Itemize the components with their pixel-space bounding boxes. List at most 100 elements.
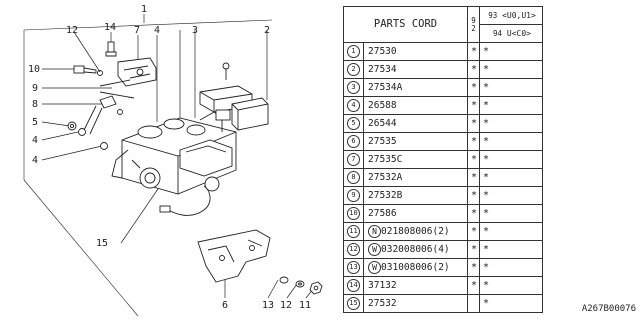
row-number-circle: 10	[347, 207, 360, 220]
part-number-cell: 37132	[363, 276, 468, 295]
applicability-mark-2: *	[479, 60, 543, 79]
applicability-mark-1: *	[467, 132, 480, 151]
diagram-code: A267B00076	[581, 304, 636, 314]
part-number-cell: 27534A	[363, 78, 468, 97]
table-header-row-1: PARTS CORD 9 2 93 <U0,U1>	[343, 6, 543, 43]
row-number: 9	[343, 186, 364, 205]
applicability-mark-2: *	[479, 240, 543, 259]
callout-8: 8	[32, 99, 38, 110]
row-number: 5	[343, 114, 364, 133]
callout-10: 10	[28, 64, 40, 75]
bracket-part-6	[197, 229, 271, 283]
header-model-bottom: 94 U<C0>	[479, 24, 543, 43]
row-number: 7	[343, 150, 364, 169]
table-row: 7 27535C **	[343, 150, 543, 169]
applicability-mark-1: *	[467, 168, 480, 187]
bracket-part-7	[117, 57, 157, 87]
cable-part-15	[159, 185, 211, 216]
callout-11: 11	[299, 300, 311, 311]
callout-4-low: 4	[32, 155, 38, 166]
row-number: 1	[343, 42, 364, 61]
row-number: 12	[343, 240, 364, 259]
part-number: 021808006(2)	[381, 226, 450, 237]
part-number: 031008006(2)	[381, 262, 450, 273]
callout-6: 6	[222, 300, 228, 311]
year-9a: 9	[471, 15, 476, 25]
model-bottom-label: U<C0>	[506, 29, 531, 38]
callout-12-top: 12	[66, 25, 78, 36]
applicability-mark-1: *	[467, 114, 480, 133]
part-number: 27534A	[368, 82, 403, 93]
applicability-mark-2: *	[479, 222, 543, 241]
row-number-circle: 6	[347, 135, 360, 148]
part-number-cell: 27534	[363, 60, 468, 79]
applicability-mark-2: *	[479, 150, 543, 169]
year-9b: 9	[488, 11, 493, 20]
row-number-circle: 2	[347, 63, 360, 76]
table-row: 3 27534A **	[343, 78, 543, 97]
applicability-mark-1: *	[467, 258, 480, 277]
washer-part-12	[295, 280, 305, 288]
part-number: 27532	[368, 298, 397, 309]
part-number-cell: 27532A	[363, 168, 468, 187]
row-number: 3	[343, 78, 364, 97]
callout-7: 7	[134, 25, 140, 36]
row-number-circle: 15	[347, 297, 360, 310]
applicability-mark-2: *	[479, 114, 543, 133]
table-row: 5 26544 **	[343, 114, 543, 133]
header-parts-cord: PARTS CORD	[343, 6, 468, 43]
row-number: 11	[343, 222, 364, 241]
part-number-cell: 27532B	[363, 186, 468, 205]
applicability-mark-2: *	[479, 132, 543, 151]
row-number-circle: 13	[347, 261, 360, 274]
part-number-cell: 27586	[363, 204, 468, 223]
callout-13: 13	[262, 300, 274, 311]
model-top-label: <U0,U1>	[502, 11, 536, 20]
row-number-circle: 4	[347, 99, 360, 112]
row-number-circle: 1	[347, 45, 360, 58]
screw-part-4	[78, 128, 108, 150]
part-number: 27535C	[368, 154, 403, 165]
row-number-circle: 14	[347, 279, 360, 292]
part-number: 26588	[368, 100, 397, 111]
applicability-mark-2: *	[479, 42, 543, 61]
bolt-part-14	[105, 41, 117, 57]
exploded-parts-diagram: 1 14 7 4 3 2 12 10 9 8 5 4 4 15 6 13 12 …	[23, 4, 323, 317]
applicability-mark-1: *	[467, 78, 480, 97]
applicability-mark-2: *	[479, 168, 543, 187]
nut-part-11	[309, 281, 323, 295]
part-number-cell: 26544	[363, 114, 468, 133]
linkage-parts-8-9	[83, 79, 135, 135]
part-number: 27532A	[368, 172, 403, 183]
callout-4-mid: 4	[32, 135, 38, 146]
screw-part-10	[73, 65, 103, 76]
row-number-circle: 3	[347, 81, 360, 94]
row-number-circle: 9	[347, 189, 360, 202]
row-number: 15	[343, 294, 364, 313]
part-prefix-symbol: N	[368, 225, 381, 238]
part-number: 37132	[368, 280, 397, 291]
row-number-circle: 7	[347, 153, 360, 166]
module-part-2	[231, 97, 269, 131]
diagram-frame	[23, 19, 273, 317]
callout-14: 14	[104, 22, 116, 33]
part-number: 032008006(4)	[381, 244, 450, 255]
applicability-mark-1: *	[467, 150, 480, 169]
part-number: 26544	[368, 118, 397, 129]
callout-3: 3	[192, 25, 198, 36]
applicability-mark-2: *	[479, 96, 543, 115]
header-years: 9 2	[467, 6, 480, 43]
callout-5: 5	[32, 117, 38, 128]
part-number: 27530	[368, 46, 397, 57]
applicability-mark-2: *	[479, 78, 543, 97]
